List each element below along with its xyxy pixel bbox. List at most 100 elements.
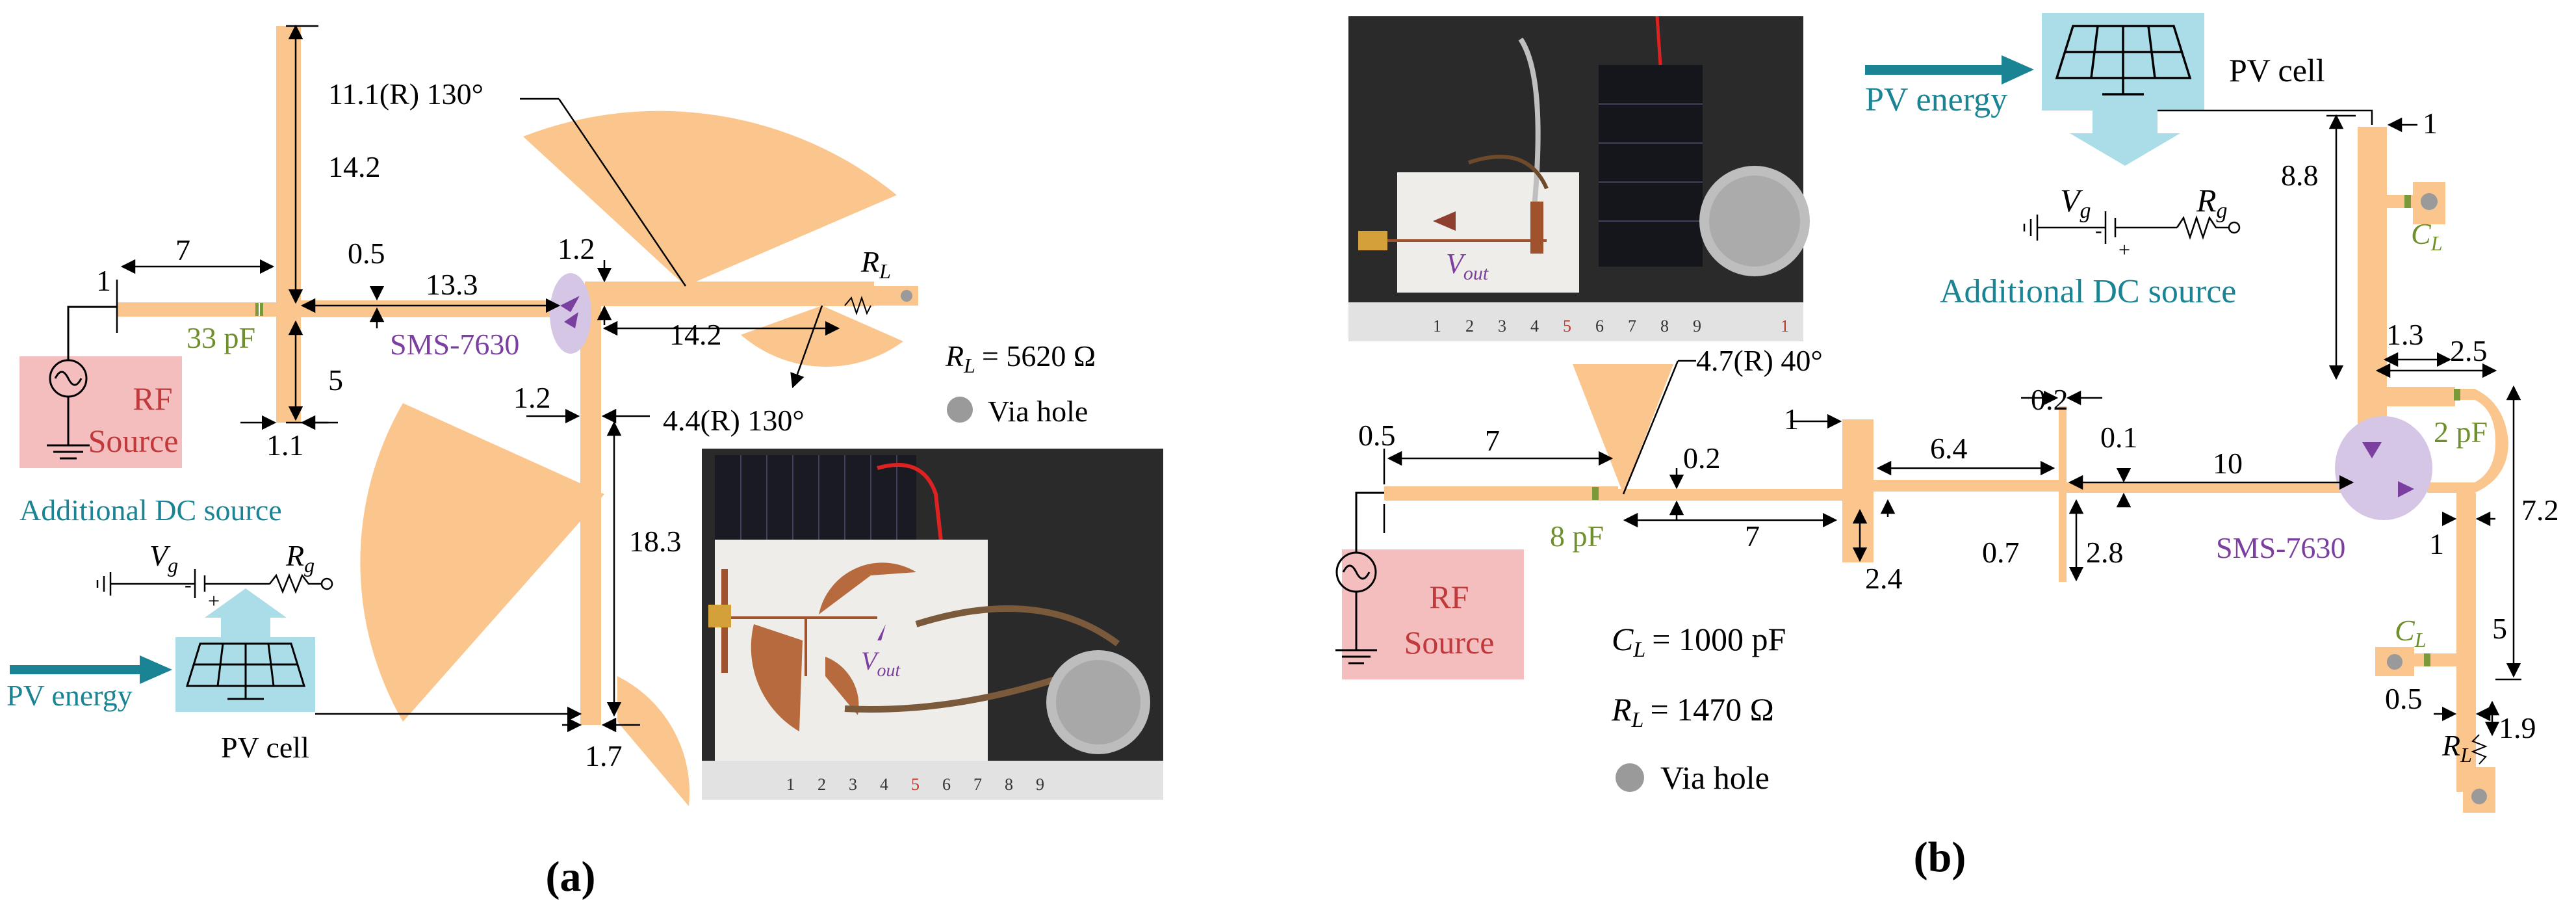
via-legend-icon-a xyxy=(947,397,973,423)
via-hole-b-top xyxy=(2421,193,2438,210)
solar-panel-icon-b xyxy=(2055,25,2192,96)
ruler-b: 1 2 3 4 5 6 7 8 9 1 xyxy=(1433,317,1789,335)
rf-source-box-b xyxy=(1342,549,1524,679)
rl-label-b: RL xyxy=(2441,729,2472,767)
via-legend-label-a: Via hole xyxy=(988,395,1088,428)
dim-a-14-2-horiz: 14.2 xyxy=(669,318,722,351)
svg-text:2: 2 xyxy=(1465,317,1474,335)
svg-text:5: 5 xyxy=(911,775,920,794)
battery-minus-b: - xyxy=(2095,218,2102,242)
via-legend-icon-b xyxy=(1616,763,1644,792)
vertical-stub-a xyxy=(276,26,301,423)
rf-source-box-a xyxy=(19,356,182,468)
dim-b-1-9: 1.9 xyxy=(2499,711,2536,744)
via-hole-b-load xyxy=(2471,789,2487,804)
stub-vert-b-2 xyxy=(2059,406,2067,582)
rl-label-a: RL xyxy=(860,245,891,283)
svg-text:6: 6 xyxy=(942,775,951,794)
diode-a-lower-icon xyxy=(564,312,578,328)
via-hole-a-load xyxy=(901,290,912,302)
stub-vert-b-1 xyxy=(1842,419,1874,562)
dim-a-1-2-top: 1.2 xyxy=(558,232,595,265)
cap-2pf-icon xyxy=(2454,389,2460,401)
dim-a-18-3: 18.3 xyxy=(629,525,682,558)
svg-text:1: 1 xyxy=(786,775,795,794)
main-line-a-right xyxy=(585,282,874,306)
svg-text:7: 7 xyxy=(1628,317,1636,335)
cl-value-b: CL= 1000 pF xyxy=(1612,621,1786,662)
battery-plus-b: + xyxy=(2119,238,2130,261)
dc-line-b xyxy=(2358,127,2387,432)
rg-label-b: Rg xyxy=(2196,182,2228,223)
vout-label-b: Vout xyxy=(1446,248,1489,284)
dim-b-2-4: 2.4 xyxy=(1865,562,1903,595)
dim-b-0-5b: 0.5 xyxy=(2385,682,2423,715)
cap-cl-bottom-icon xyxy=(2424,653,2430,666)
svg-text:5: 5 xyxy=(1563,317,1571,335)
rl-value-b: RL= 1470 Ω xyxy=(1611,691,1774,732)
main-line-b-3 xyxy=(2067,482,2378,493)
vg-label-a: Vg xyxy=(149,539,178,577)
svg-text:8: 8 xyxy=(1660,317,1669,335)
dc-source-circuit-a xyxy=(96,569,333,598)
dim-b-0-1: 0.1 xyxy=(2100,421,2138,454)
pv-down-arrow-b xyxy=(2070,111,2180,166)
dim-b-0-7: 0.7 xyxy=(1982,536,2020,569)
cl-label-bottom: CL xyxy=(2395,614,2426,651)
svg-text:8: 8 xyxy=(1005,775,1013,794)
dim-b-1b: 1 xyxy=(2429,527,2444,560)
radial-stub-large-top xyxy=(523,111,897,286)
pv-cell-label-b: PV cell xyxy=(2229,52,2325,88)
svg-text:4: 4 xyxy=(1530,317,1539,335)
prototype-photo-b xyxy=(1348,16,1810,341)
dim-a-1-7: 1.7 xyxy=(585,739,623,772)
radial-stub-small-right xyxy=(741,306,903,367)
prototype-photo-a xyxy=(702,449,1163,800)
dim-b-7a: 7 xyxy=(1485,424,1500,457)
pv-cell-label-a: PV cell xyxy=(221,731,309,764)
dim-a-1-1: 1.1 xyxy=(266,428,304,462)
radial-stub-large-left xyxy=(360,403,604,722)
dim-a-1-2-mid: 1.2 xyxy=(513,381,551,414)
main-line-b-2 xyxy=(1874,480,2062,492)
dc-source-circuit-b xyxy=(2023,211,2241,244)
svg-text:2: 2 xyxy=(818,775,826,794)
loop-line-b xyxy=(2427,389,2508,493)
pv-energy-arrow-b xyxy=(1865,55,2034,85)
svg-text:3: 3 xyxy=(849,775,857,794)
dim-a-0-5: 0.5 xyxy=(348,237,385,270)
dim-b-5: 5 xyxy=(2492,612,2507,645)
cap-label-2pf: 2 pF xyxy=(2434,415,2488,449)
stub-label-b: 4.7(R) 40° xyxy=(1696,344,1823,377)
main-line-a-left xyxy=(286,300,559,317)
cap-8pf-icon xyxy=(1592,487,1599,500)
dim-b-2-8: 2.8 xyxy=(2086,536,2124,569)
solar-panel-icon-a xyxy=(185,642,306,700)
via-legend-label-b: Via hole xyxy=(1660,759,1770,796)
radial-stub-b xyxy=(1573,364,1673,494)
vg-label-b: Vg xyxy=(2060,182,2091,223)
dim-a-5: 5 xyxy=(328,363,343,397)
diode-a-upper-icon xyxy=(560,296,580,312)
main-line-b-1 xyxy=(1618,489,1846,501)
svg-text:9: 9 xyxy=(1036,775,1044,794)
dim-a-7: 7 xyxy=(175,233,190,267)
dim-b-1-3: 1.3 xyxy=(2386,318,2424,351)
pv-energy-label-b: PV energy xyxy=(1865,81,2007,118)
svg-text:1: 1 xyxy=(1433,317,1441,335)
dim-a-13-3: 13.3 xyxy=(426,268,478,301)
svg-text:1: 1 xyxy=(1781,317,1789,335)
cap-label-a: 33 pF xyxy=(187,321,255,354)
svg-text:7: 7 xyxy=(973,775,982,794)
cl-label-top: CL xyxy=(2411,217,2442,255)
pv-energy-arrow-a xyxy=(10,655,172,684)
ruler-a: 1 2 3 4 5 6 7 8 9 xyxy=(786,775,1044,794)
dim-a-14-2-vert: 14.2 xyxy=(328,150,381,183)
junction-pad-b xyxy=(2358,387,2455,406)
load-resistor-b-icon xyxy=(2471,734,2488,765)
stub-label-large-a: 11.1(R) 130° xyxy=(328,77,483,111)
radial-stub-small-bottom xyxy=(617,676,690,806)
cap-cl-top-icon xyxy=(2404,195,2411,208)
